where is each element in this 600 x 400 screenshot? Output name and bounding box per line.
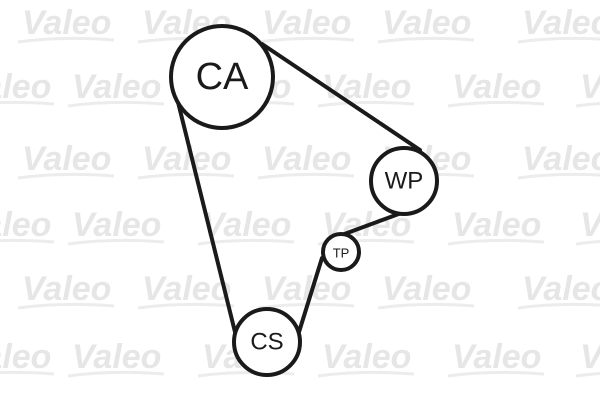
svg-text:Valeo: Valeo [452, 68, 541, 106]
svg-text:Valeo: Valeo [0, 338, 51, 376]
valeo-watermark: Valeo [377, 4, 475, 44]
pulley-ca-label: CA [196, 56, 249, 98]
svg-text:Valeo: Valeo [72, 206, 161, 244]
valeo-watermark: Valeo [447, 68, 545, 108]
svg-text:Valeo: Valeo [382, 270, 471, 308]
valeo-watermark: Valeo [0, 338, 55, 376]
valeo-watermark: Valeo [67, 338, 165, 378]
valeo-watermark: Valeo [257, 4, 355, 44]
valeo-watermark: Valeo [197, 206, 295, 246]
belt-segment-tp-cs [297, 256, 324, 334]
svg-text:Valeo: Valeo [580, 68, 600, 106]
svg-text:Valeo: Valeo [580, 206, 600, 244]
pulley-wp: WP [369, 146, 439, 216]
pulley-wp-label: WP [385, 168, 424, 195]
valeo-watermark: Valeo [67, 206, 165, 246]
svg-text:Valeo: Valeo [522, 4, 600, 42]
valeo-watermark: Valeo [137, 270, 235, 310]
valeo-watermark: Valeo [575, 206, 600, 246]
valeo-watermark: Valeo [17, 270, 115, 310]
pulley-ca-circle [169, 24, 275, 130]
valeo-watermark: Valeo [317, 68, 415, 108]
svg-text:Valeo: Valeo [580, 338, 600, 376]
valeo-watermark: Valeo [137, 4, 235, 44]
svg-text:Valeo: Valeo [22, 4, 111, 42]
svg-text:Valeo: Valeo [22, 270, 111, 308]
svg-text:Valeo: Valeo [72, 68, 161, 106]
pulley-ca: CA [169, 24, 275, 130]
svg-text:Valeo: Valeo [382, 4, 471, 42]
belt-segment-ca-wp [260, 42, 422, 152]
valeo-watermark: Valeo [0, 206, 55, 244]
valeo-watermark: Valeo [517, 4, 600, 44]
svg-text:Valeo: Valeo [452, 338, 541, 376]
svg-text:Valeo: Valeo [522, 270, 600, 308]
timing-belt [173, 42, 422, 338]
valeo-watermark: Valeo [257, 140, 355, 180]
valeo-watermark: Valeo [447, 338, 545, 378]
pulley-tp: TP [321, 232, 361, 272]
valeo-watermark: Valeo [447, 206, 545, 246]
svg-text:Valeo: Valeo [142, 140, 231, 178]
svg-text:Valeo: Valeo [262, 4, 351, 42]
valeo-watermark: Valeo [517, 270, 600, 310]
valeo-watermark: Valeo [575, 68, 600, 108]
svg-text:Valeo: Valeo [0, 68, 51, 106]
svg-text:Valeo: Valeo [322, 68, 411, 106]
valeo-watermark: Valeo [67, 68, 165, 108]
pulley-cs-circle [232, 307, 302, 377]
valeo-watermark: Valeo [0, 68, 55, 106]
svg-text:Valeo: Valeo [522, 140, 600, 178]
valeo-watermark: Valeo [517, 140, 600, 180]
svg-text:Valeo: Valeo [0, 206, 51, 244]
svg-text:Valeo: Valeo [452, 206, 541, 244]
valeo-watermark: Valeo [17, 4, 115, 44]
pulley-tp-label: TP [333, 246, 350, 261]
pulley-cs-label: CS [250, 329, 283, 356]
pulley-cs: CS [232, 307, 302, 377]
valeo-watermark: Valeo [317, 338, 415, 378]
svg-text:Valeo: Valeo [262, 140, 351, 178]
belt-segment-cs-ca [173, 88, 238, 338]
svg-text:Valeo: Valeo [22, 140, 111, 178]
valeo-watermark: Valeo [377, 270, 475, 310]
svg-text:Valeo: Valeo [322, 338, 411, 376]
valeo-watermark-layer: ValeoValeoValeoValeoValeoValeoValeoValeo… [0, 4, 600, 378]
belt-segment-wp-tp [337, 210, 406, 238]
svg-text:Valeo: Valeo [72, 338, 161, 376]
valeo-watermark: Valeo [17, 140, 115, 180]
pulley-tp-circle [321, 232, 361, 272]
valeo-watermark: Valeo [257, 270, 355, 310]
valeo-watermark: Valeo [575, 338, 600, 378]
svg-text:Valeo: Valeo [202, 206, 291, 244]
valeo-watermark: Valeo [137, 140, 235, 180]
pulley-wp-circle [369, 146, 439, 216]
svg-text:Valeo: Valeo [142, 270, 231, 308]
